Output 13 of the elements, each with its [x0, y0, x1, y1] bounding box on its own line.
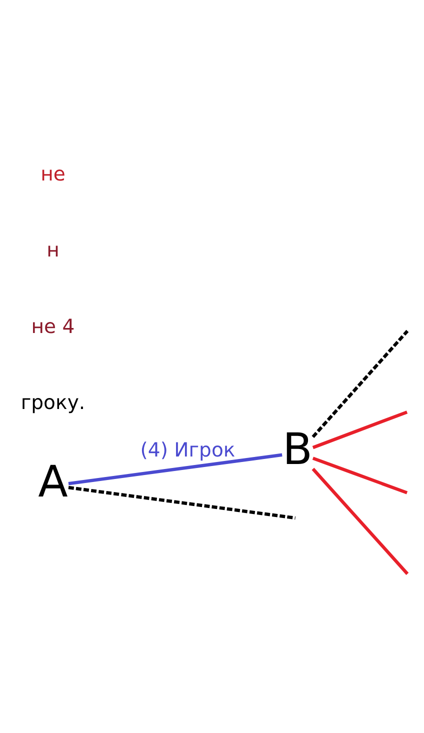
label: гроку. [20, 390, 86, 414]
connector [312, 467, 409, 574]
connector [68, 485, 296, 520]
label: н [46, 238, 60, 262]
connector [312, 329, 409, 438]
connector [312, 456, 408, 494]
connector [68, 452, 282, 485]
edge-label: (4) Игрок [140, 438, 236, 462]
node-text: A [38, 456, 68, 507]
label: не 4 [31, 314, 75, 338]
node-text: B [282, 424, 312, 474]
label: не [40, 162, 66, 186]
connector [312, 410, 408, 449]
